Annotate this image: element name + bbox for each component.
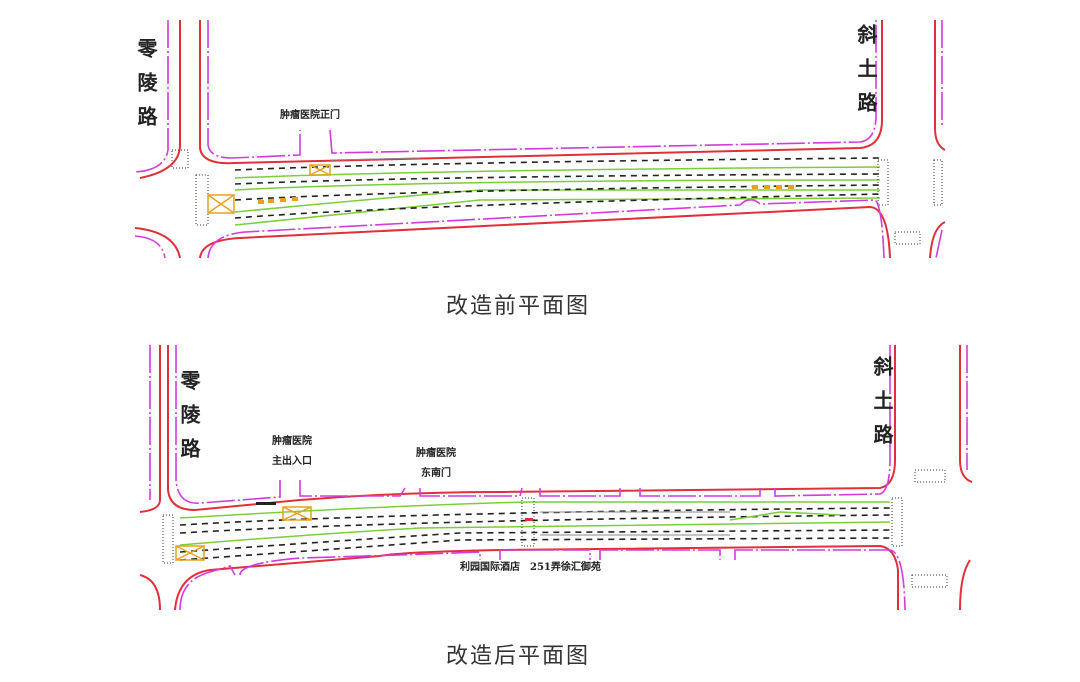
after-box-junctions [175,506,312,561]
before-road-east-label: 斜土路 [854,24,878,126]
after-hospital-southeast-gate-label: 肿瘤医院 东南门 [416,444,456,484]
after-hospital-main-entrance-label: 肿瘤医院 主出入口 [272,432,312,472]
after-road-east-label: 斜土路 [870,356,894,458]
before-road-west-label: 零陵路 [134,38,158,140]
after-lane-lines [179,501,891,561]
after-hotel-label: 利园国际酒店 [460,562,520,573]
after-plan-caption: 改造后平面图 [446,644,591,669]
after-road-west-label: 零陵路 [177,370,201,472]
before-box-junctions [207,164,794,214]
before-lane-lines [234,157,881,226]
before-hospital-main-gate-label: 肿瘤医院正门 [280,110,340,121]
before-road-edges [134,20,946,259]
after-crosswalks [162,469,948,588]
after-residence-label: 251弄徐汇御苑 [530,562,601,573]
after-hospital-main-entrance-line1: 肿瘤医院 [272,436,312,447]
after-hospital-southeast-gate-line2: 东南门 [421,468,451,479]
after-road-edges [139,345,973,611]
after-hospital-main-entrance-line2: 主出入口 [272,456,312,467]
before-plan-caption: 改造前平面图 [446,294,591,319]
after-hospital-southeast-gate-line1: 肿瘤医院 [416,448,456,459]
